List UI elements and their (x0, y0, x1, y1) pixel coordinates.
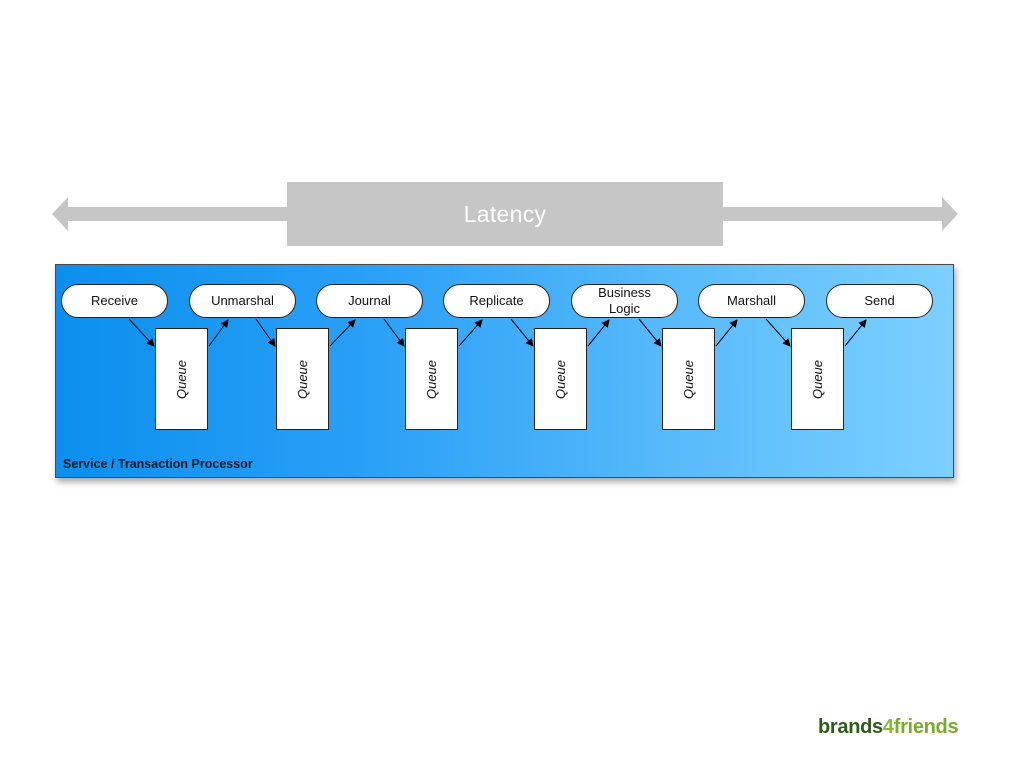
panel-label: Service / Transaction Processor (63, 457, 253, 471)
queue-label: Queue (680, 359, 696, 399)
stage-send: Send (826, 284, 933, 318)
logo-part-friends: friends (893, 716, 959, 738)
logo-part-brands: brands (818, 716, 883, 738)
queue-box: Queue (405, 328, 458, 430)
stage-marshall: Marshall (698, 284, 805, 318)
queue-label: Queue (552, 359, 568, 399)
latency-box: Latency (287, 182, 723, 246)
queue-label: Queue (809, 359, 825, 399)
stage-label: Business Logic (598, 285, 651, 316)
logo-part-four: 4 (882, 716, 894, 738)
stage-label: Marshall (726, 293, 777, 308)
stage-label: Journal (348, 293, 391, 308)
stage-receive: Receive (61, 284, 168, 318)
queue-box: Queue (791, 328, 844, 430)
queue-box: Queue (662, 328, 715, 430)
stage-label: Unmarshal (211, 293, 274, 308)
stage-journal: Journal (316, 284, 423, 318)
queue-box: Queue (534, 328, 587, 430)
stage-label: Replicate (469, 293, 524, 308)
queue-label: Queue (173, 359, 189, 399)
stage-label: Receive (91, 293, 138, 308)
queue-label: Queue (423, 359, 439, 399)
stage-replicate: Replicate (443, 284, 550, 318)
stage-business-logic: Business Logic (571, 284, 678, 318)
queue-box: Queue (155, 328, 208, 430)
brands4friends-logo: brands4friends (818, 716, 959, 739)
latency-label: Latency (463, 200, 547, 227)
stage-unmarshal: Unmarshal (189, 284, 296, 318)
queue-box: Queue (276, 328, 329, 430)
queue-label: Queue (294, 359, 310, 399)
stage-label: Send (864, 293, 895, 308)
